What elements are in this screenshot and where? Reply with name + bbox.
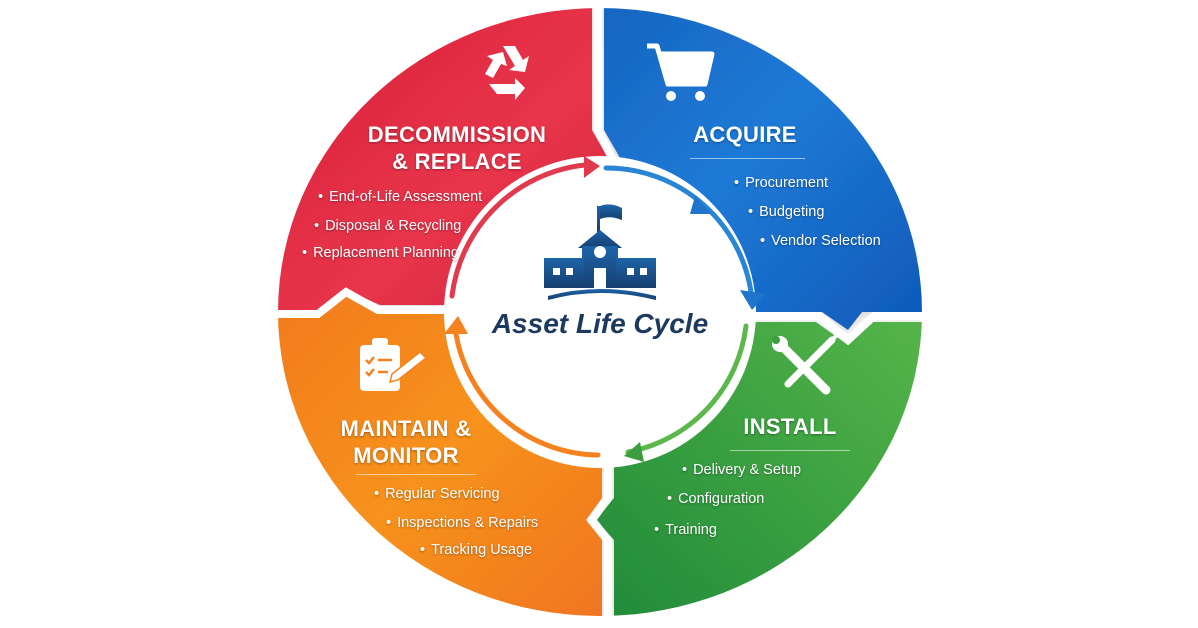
list-item: Tracking Usage (420, 541, 532, 559)
arrow-head-orange (444, 316, 468, 334)
list-item: Regular Servicing (374, 485, 499, 503)
list-item: Budgeting (748, 203, 824, 221)
list-item: Disposal & Recycling (314, 217, 461, 235)
arrow-head-green (624, 442, 644, 462)
stage-title-install: INSTALL (743, 414, 837, 439)
title-divider (730, 450, 850, 451)
list-item: Vendor Selection (760, 232, 881, 250)
list-item: Training (654, 521, 717, 539)
arrow-head-red (584, 156, 600, 178)
stage-title-maintain: MAINTAIN & MONITOR (340, 416, 472, 468)
arrow-head-blue (740, 290, 766, 310)
title-divider (690, 158, 805, 159)
diagram-title: Asset Life Cycle (491, 308, 709, 339)
clipboard-checklist-icon (360, 338, 428, 391)
list-item: Procurement (734, 174, 828, 192)
recycle-icon (485, 46, 529, 100)
list-item: Inspections & Repairs (386, 514, 538, 532)
list-item: Configuration (667, 490, 764, 508)
wrench-screwdriver-icon (777, 332, 840, 395)
stage-title-decommission: DECOMMISSION & REPLACE (367, 122, 547, 174)
list-item: Delivery & Setup (682, 461, 801, 479)
stage-title-acquire: ACQUIRE (693, 122, 797, 147)
title-divider (356, 474, 476, 475)
list-item: Replacement Planning (302, 244, 459, 262)
list-item: End-of-Life Assessment (318, 188, 482, 206)
